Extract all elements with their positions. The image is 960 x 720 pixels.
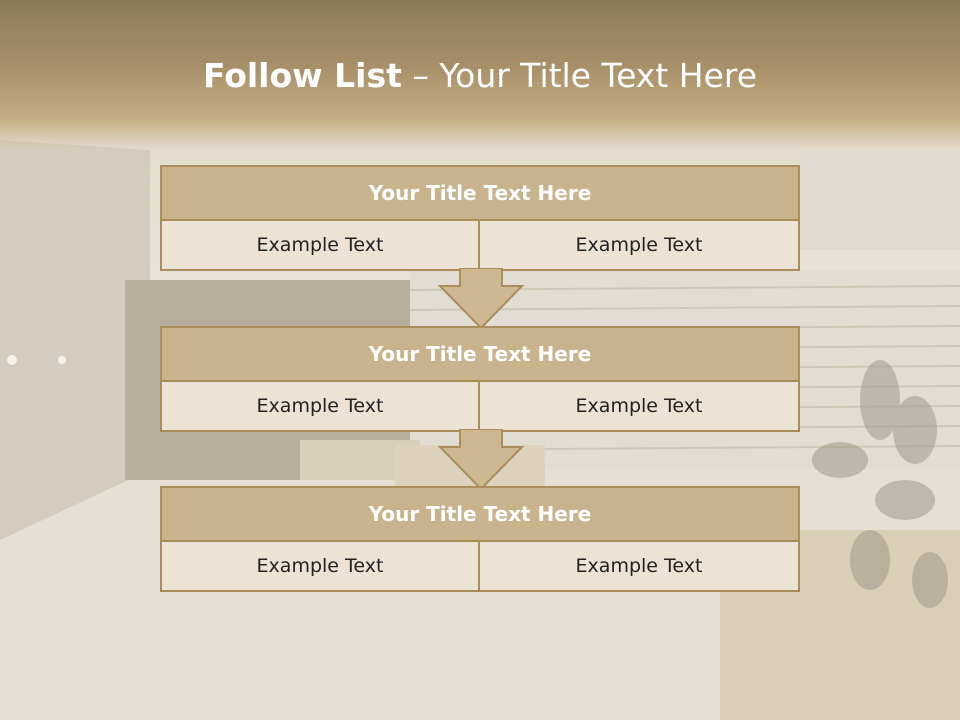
step-title: Your Title Text Here [160, 486, 800, 542]
step-item-left: Example Text [160, 221, 480, 271]
step-item-left: Example Text [160, 542, 480, 592]
slide-title-bold: Follow List [202, 56, 402, 95]
step-item-right: Example Text [480, 221, 800, 271]
down-arrow-icon [438, 429, 524, 491]
step-item-right: Example Text [480, 542, 800, 592]
slide-title: Follow List – Your Title Text Here [0, 56, 960, 96]
slide-title-rest: – Your Title Text Here [401, 56, 758, 95]
title-band [0, 0, 960, 150]
down-arrow-icon [438, 268, 524, 330]
step-item-left: Example Text [160, 382, 480, 432]
step-item-right: Example Text [480, 382, 800, 432]
step-title: Your Title Text Here [160, 165, 800, 221]
step-title: Your Title Text Here [160, 326, 800, 382]
